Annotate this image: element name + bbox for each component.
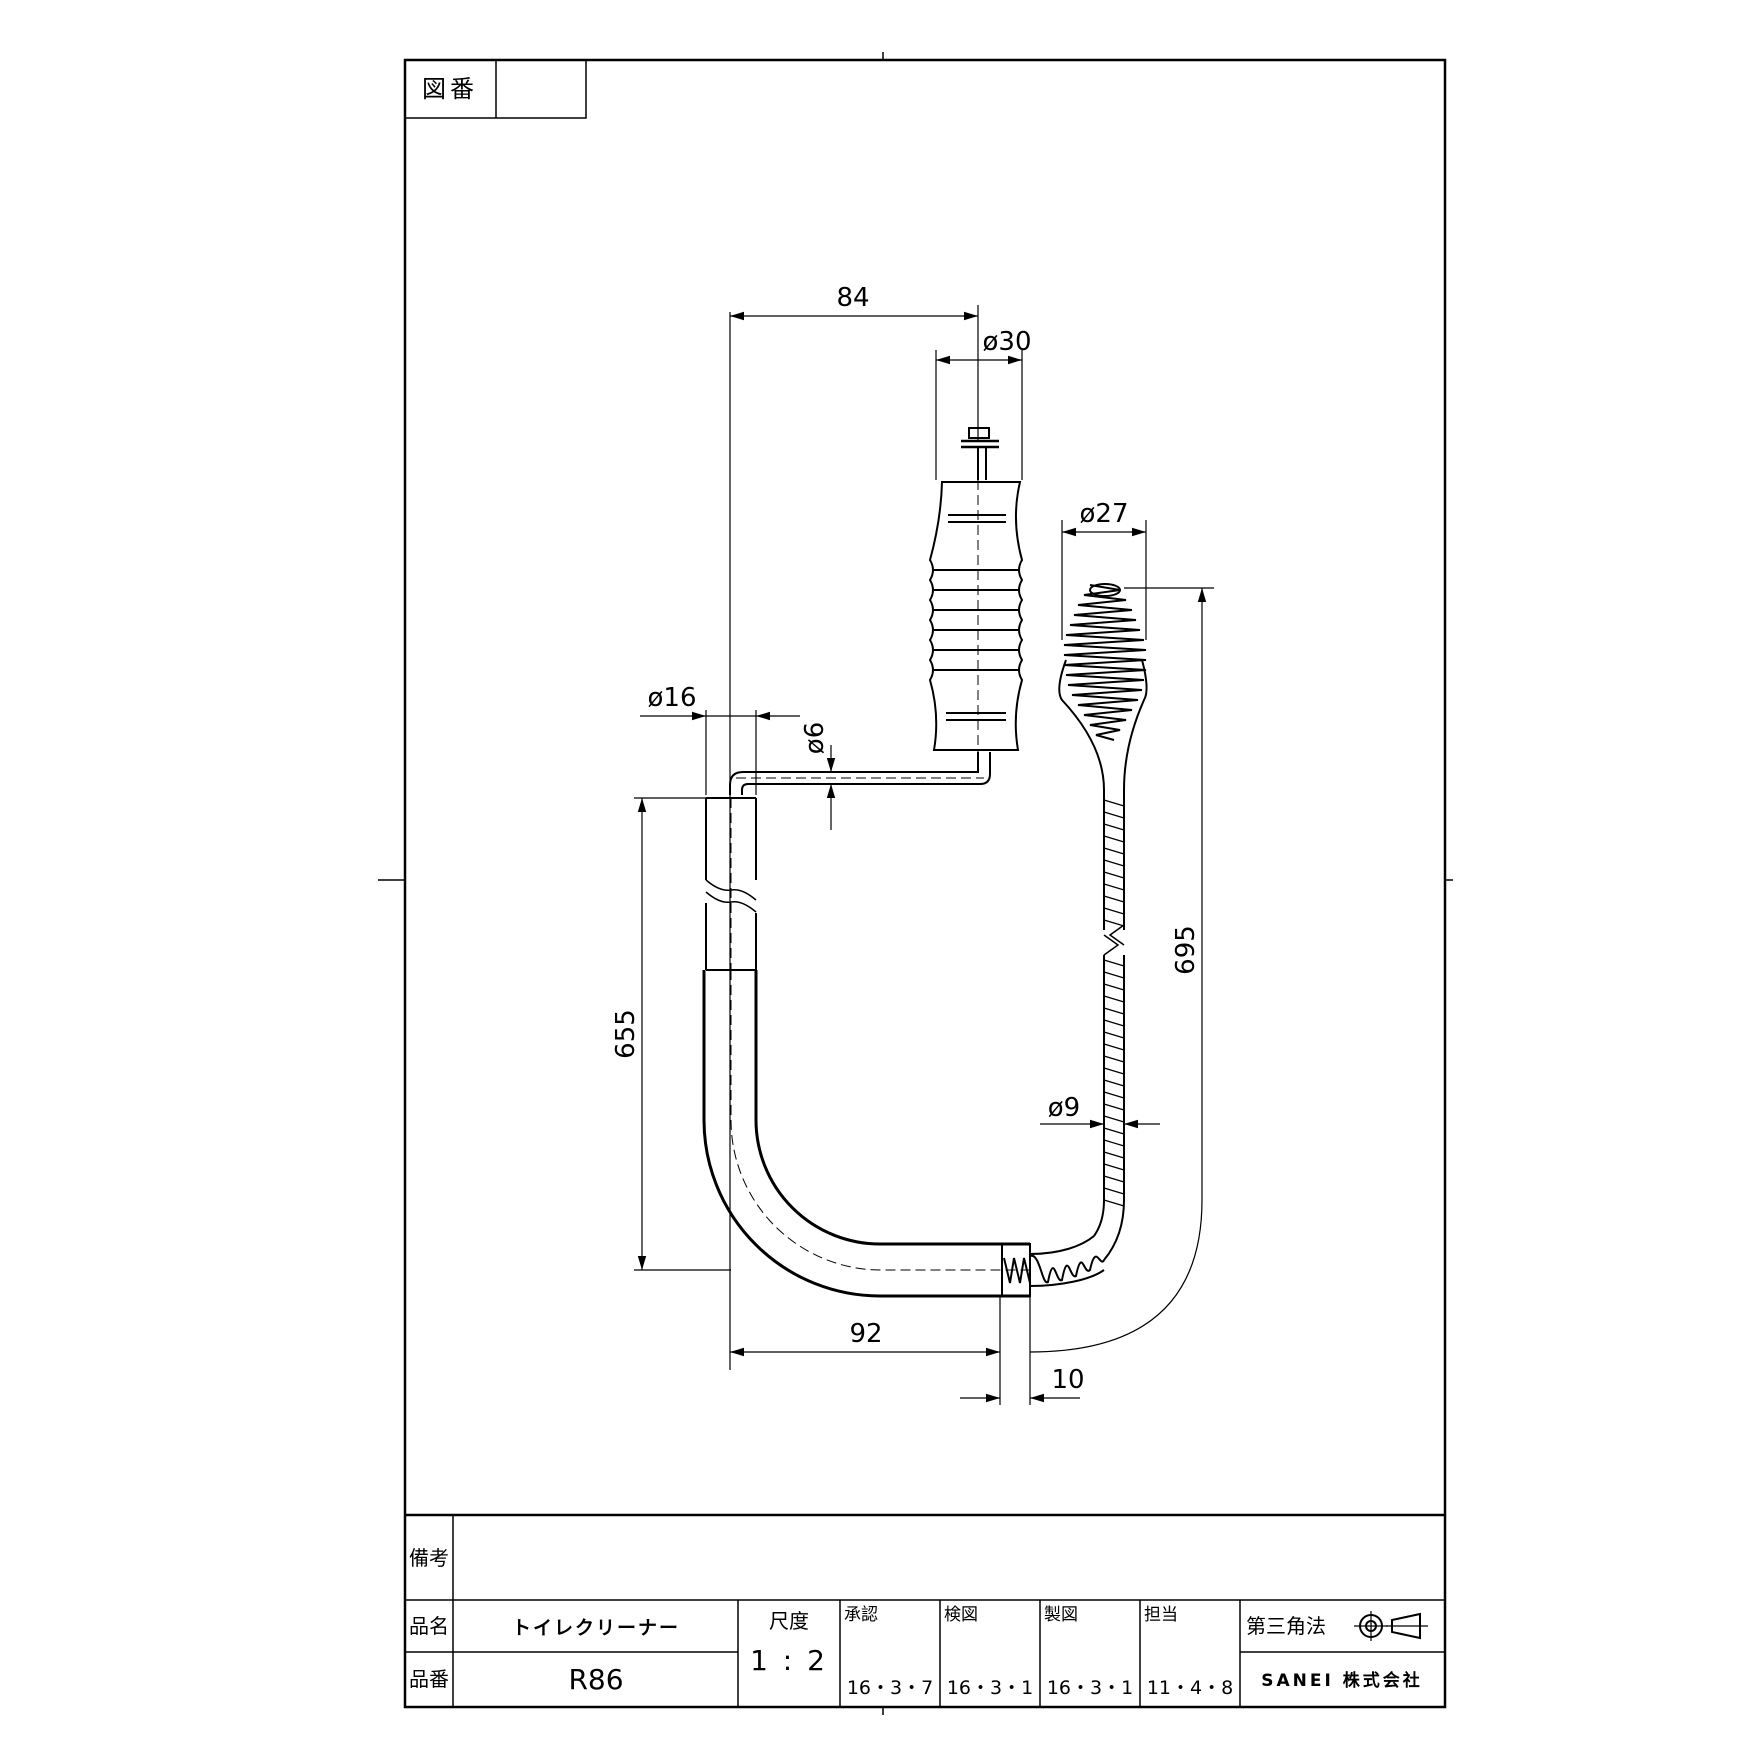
dimension-labels: 84 ø30 ø27 ø16 ø6 655 695 ø9 92 10 — [611, 283, 1201, 1395]
drawn-date: 16・3・1 — [1047, 1677, 1133, 1699]
dim-10: 10 — [1051, 1365, 1084, 1395]
charge-label: 担当 — [1144, 1605, 1178, 1625]
dim-dia6: ø6 — [800, 722, 830, 754]
dim-92: 92 — [849, 1319, 882, 1349]
remarks-label: 備考 — [409, 1546, 449, 1570]
dimension-lines — [634, 305, 1214, 1405]
dim-695: 695 — [1171, 925, 1201, 975]
pipe-bend — [702, 970, 1031, 1298]
approved-date: 16・3・7 — [847, 1677, 933, 1699]
approved-label: 承認 — [844, 1605, 878, 1625]
coil-spring-horizontal — [1003, 1235, 1105, 1287]
scale-value: 1 : 2 — [750, 1644, 828, 1677]
dim-655: 655 — [611, 1009, 641, 1059]
part-drawing — [702, 427, 1148, 1298]
coil-wire-vertical — [1093, 790, 1125, 1261]
pipe-upper — [705, 797, 757, 971]
crank-rod — [729, 752, 991, 795]
spiral-head — [1058, 583, 1148, 791]
third-angle-projection-symbol — [1354, 1611, 1428, 1641]
title-block: 備考 品名 トイレクリーナー 品番 R86 尺度 1 : 2 承認 16・3・7… — [405, 1513, 1445, 1707]
projection-label: 第三角法 — [1246, 1614, 1326, 1638]
drawing-number-label: 図番 — [422, 75, 478, 103]
drawn-label: 製図 — [1044, 1605, 1078, 1625]
scale-label: 尺度 — [769, 1609, 809, 1633]
company-name: SANEI 株式会社 — [1261, 1670, 1422, 1691]
dim-dia30: ø30 — [983, 327, 1032, 357]
part-name-value: トイレクリーナー — [512, 1617, 680, 1639]
dim-dia9: ø9 — [1048, 1093, 1080, 1123]
dim-84: 84 — [836, 283, 869, 313]
sheet-frame — [378, 52, 1453, 1715]
checked-date: 16・3・1 — [947, 1677, 1033, 1699]
charge-date: 11・4・8 — [1147, 1677, 1233, 1699]
drawing-number-box: 図番 — [404, 59, 587, 119]
dim-dia16: ø16 — [648, 683, 697, 713]
part-number-label: 品番 — [409, 1667, 449, 1691]
part-name-label: 品名 — [409, 1614, 449, 1638]
checked-label: 検図 — [944, 1605, 978, 1625]
dim-dia27: ø27 — [1080, 499, 1129, 529]
part-number-value: R86 — [568, 1663, 623, 1696]
handle-grip — [928, 427, 1024, 760]
